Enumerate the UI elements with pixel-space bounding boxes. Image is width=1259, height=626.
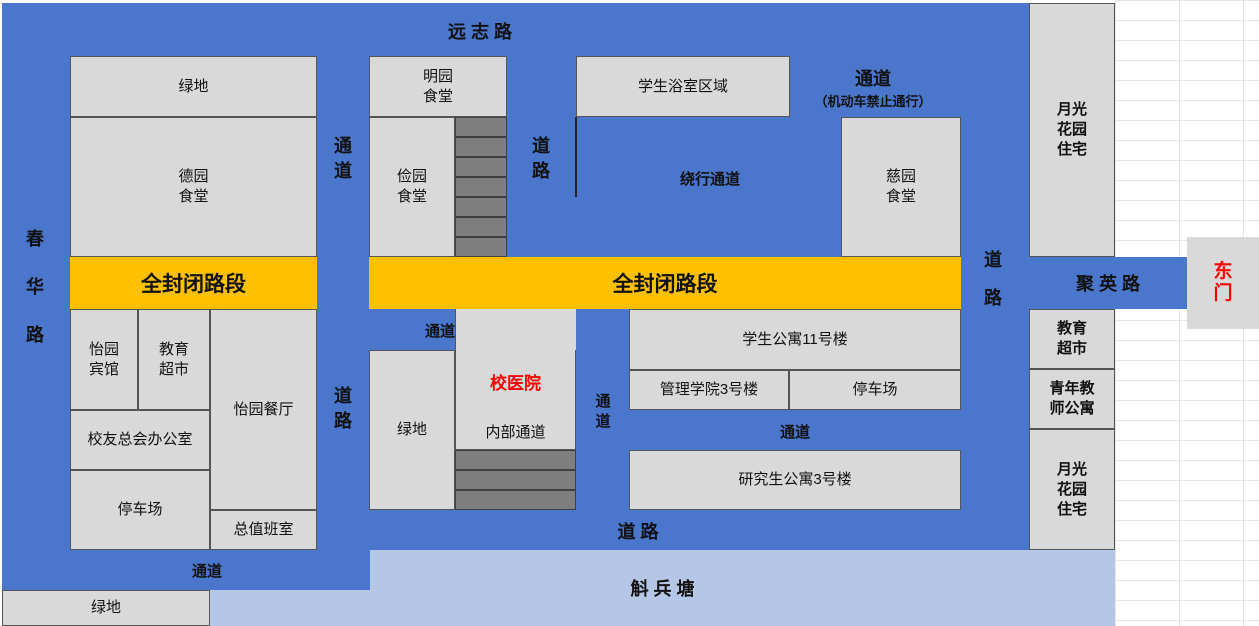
road-label-bottom: 道 路: [617, 522, 659, 542]
green-space-bottom: 绿地: [2, 590, 210, 626]
road-label-juying: 聚 英 路: [1075, 274, 1140, 294]
sealed-section-center: 全封闭路段: [369, 257, 961, 309]
stairs-top-4: [455, 177, 507, 197]
detour-divider-line: [575, 117, 577, 197]
stairs-bottom-1: [455, 450, 576, 470]
east-gate: 东 门: [1187, 237, 1259, 329]
mingyuan-canteen: 明园 食堂: [369, 56, 507, 117]
ciyuan-canteen: 慈园 食堂: [841, 117, 961, 257]
green-space-top: 绿地: [70, 56, 317, 117]
green-space-mid: 绿地: [369, 350, 455, 510]
road-label-center-top: 道 路: [524, 133, 558, 185]
passage-label-mid-vertical-1: 通: [595, 393, 611, 410]
road-lower-left: [2, 550, 370, 590]
stairs-top-2: [455, 137, 507, 157]
road-label-right-1: 道: [984, 250, 1002, 270]
road-label-right-2: 路: [984, 288, 1002, 308]
stairs-top-6: [455, 217, 507, 237]
detour-passage-label: 绕行通道: [679, 170, 740, 188]
road-label-center-top-2: 路: [532, 161, 550, 181]
management-school-3: 管理学院3号楼: [629, 370, 789, 410]
edu-market-left: 教育 超市: [138, 309, 210, 410]
stairs-bottom-2: [455, 470, 576, 490]
sealed-section-left: 全封闭路段: [70, 257, 317, 309]
stairs-top-3: [455, 157, 507, 177]
road-label-left-mid: 道 路: [326, 383, 360, 435]
yueguang-residence-top: 月光 花园 住宅: [1029, 3, 1115, 257]
yueguang-residence-bottom: 月光 花园 住宅: [1029, 429, 1115, 550]
stairs-bottom-3: [455, 490, 576, 510]
student-shower-area: 学生浴室区域: [576, 56, 790, 117]
passage-label-left-top-2: 道: [334, 161, 352, 181]
parking-right: 停车场: [789, 370, 961, 410]
edu-market-right: 教育 超市: [1029, 309, 1115, 369]
passage-label-right-mid: 通道: [779, 423, 810, 441]
jianyuan-canteen: 俭园 食堂: [369, 117, 455, 257]
road-label-left-mid-1: 道: [334, 386, 352, 406]
parking-left: 停车场: [70, 470, 210, 550]
passage-label-left-top-1: 通: [334, 136, 352, 156]
road-label-chunhua-3: 路: [26, 325, 44, 345]
road-label-yuanzhi: 远 志 路: [447, 22, 512, 42]
yiyuan-restaurant: 怡园餐厅: [210, 309, 317, 510]
passage-label-mid-vertical: 通 道: [586, 390, 620, 434]
juying-road-strip: [1029, 257, 1187, 309]
road-label-chunhua-2: 华: [26, 277, 44, 297]
stairs-top-1: [455, 117, 507, 137]
road-label-left-mid-2: 路: [334, 411, 352, 431]
passage-note-top-right: （机动车禁止通行）: [814, 93, 932, 109]
road-label-chunhua-1: 春: [26, 229, 44, 249]
stairs-top-5: [455, 197, 507, 217]
student-dorm-11: 学生公寓11号楼: [629, 309, 961, 370]
clinic-upper-extension: [507, 309, 576, 350]
internal-passage-label: 内部通道: [485, 423, 546, 441]
alumni-office: 校友总会办公室: [70, 410, 210, 470]
clinic-label: 校医院: [490, 373, 541, 393]
passage-label-bottom-left: 通道: [191, 562, 222, 580]
road-label-right: 道 路: [976, 240, 1010, 318]
youth-teacher-apartment: 青年教 师公寓: [1029, 369, 1115, 429]
yiyuan-hotel: 怡园 宾馆: [70, 309, 138, 410]
passage-label-top-right: 通道: [855, 69, 891, 89]
grad-dorm-3: 研究生公寓3号楼: [629, 450, 961, 510]
stairs-top-7: [455, 237, 507, 257]
passage-label-left-top: 通 道: [326, 133, 360, 185]
road-label-chunhua: 春 华 路: [18, 222, 52, 352]
duty-room: 总值班室: [210, 510, 317, 550]
deyuan-canteen: 德园 食堂: [70, 117, 317, 257]
passage-label-mid-vertical-2: 道: [595, 413, 611, 430]
road-label-center-top-1: 道: [532, 136, 550, 156]
passage-label-center-small: 通道: [424, 322, 455, 340]
